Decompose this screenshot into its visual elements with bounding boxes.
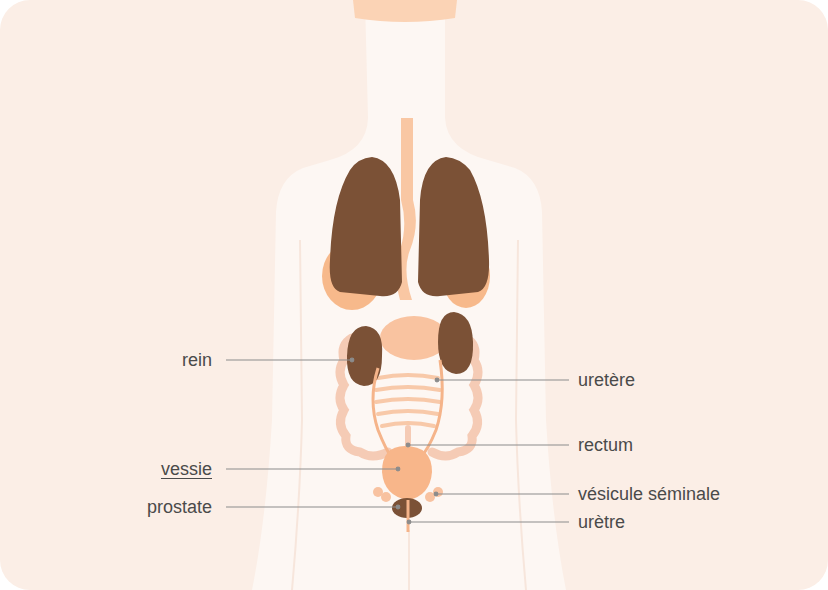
organ-label: vésicule séminale: [578, 483, 720, 505]
leader-dot: [396, 467, 400, 471]
rectum: [405, 428, 411, 446]
small-intestine: [376, 375, 440, 426]
lung: [330, 157, 402, 296]
organ-label: rectum: [578, 434, 633, 456]
organ-label: rein: [182, 349, 212, 371]
small-intestine-loop: [378, 375, 438, 378]
stomach: [380, 316, 448, 360]
small-intestine-loop: [376, 399, 440, 402]
arm-outline: [516, 240, 526, 590]
arm-outline: [292, 240, 302, 590]
leader-line: [436, 493, 569, 494]
leader-dot: [350, 358, 354, 362]
leader-line: [408, 444, 569, 445]
small-intestine-loop: [376, 387, 440, 390]
urethra: [407, 500, 410, 532]
vesicle-lobe: [381, 492, 391, 502]
leader-dot: [407, 520, 411, 524]
lung: [418, 157, 489, 296]
head-top: [353, 0, 457, 22]
body-silhouette: [252, 0, 566, 590]
leader-dot: [434, 492, 438, 496]
organ-label: vessie: [161, 458, 212, 480]
leader-line: [409, 521, 569, 522]
leader-line: [226, 468, 398, 469]
leg-outline: [408, 530, 410, 590]
small-intestine-loop: [378, 411, 438, 414]
leader-line: [226, 506, 398, 507]
ureter: [420, 360, 442, 458]
leader-dot: [435, 378, 439, 382]
organ-label: prostate: [147, 496, 212, 518]
leader-dot: [396, 505, 400, 509]
organ-label: urètre: [578, 511, 625, 533]
leader-lines: [226, 358, 569, 524]
leader-line: [437, 379, 569, 380]
ureter: [373, 368, 392, 458]
bladder: [382, 446, 432, 500]
organ-label: uretère: [578, 369, 635, 391]
kidney: [438, 312, 473, 374]
vesicle-lobe: [433, 487, 443, 497]
leader-line: [226, 359, 352, 360]
leader-dot: [406, 443, 410, 447]
